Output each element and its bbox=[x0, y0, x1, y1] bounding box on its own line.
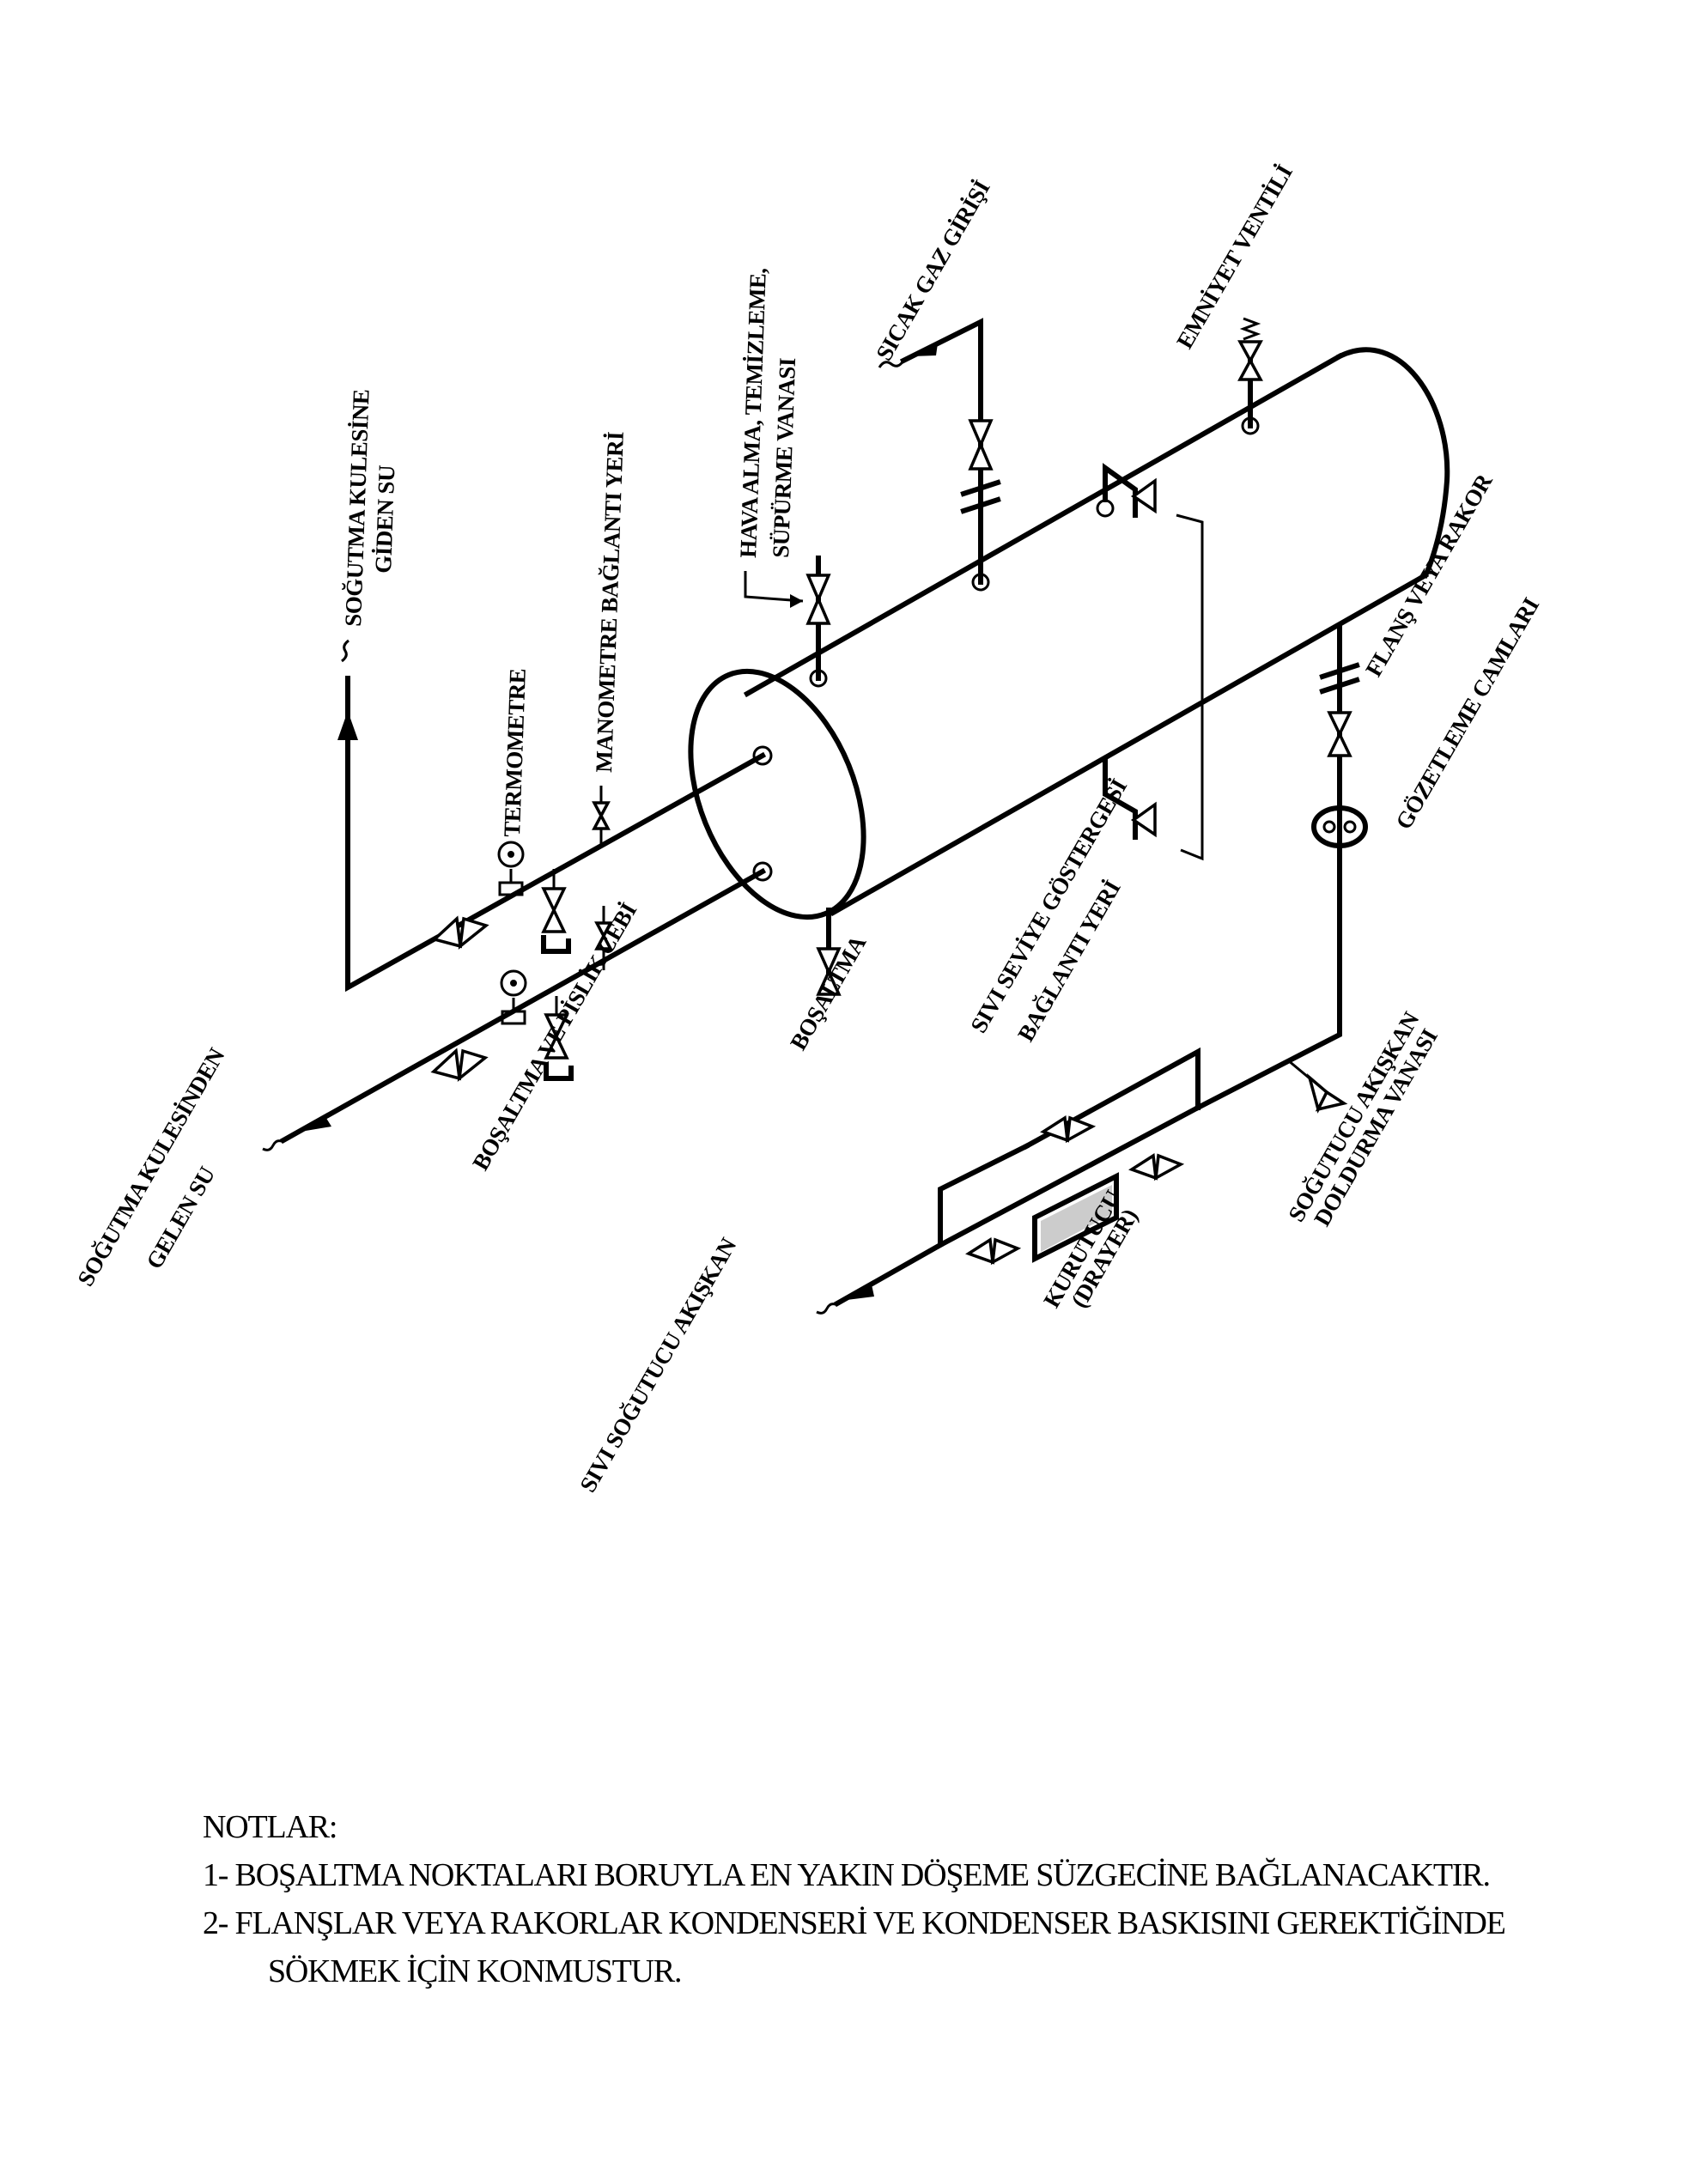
outlet-shutoff-valve-icon bbox=[431, 915, 489, 950]
pipe-break-icon bbox=[341, 639, 350, 663]
label-drain-dirt-pocket: BOŞALTMA VE PİSLİK CEBİ bbox=[467, 899, 641, 1175]
flow-arrow-icon bbox=[912, 343, 938, 356]
shell-drain bbox=[816, 908, 842, 996]
label-safety-valve: EMNİYET VENTİLİ bbox=[1171, 161, 1298, 353]
flow-arrow-up-icon bbox=[337, 711, 358, 740]
notes-block: NOTLAR: 1- BOŞALTMA NOKTALARI BORUYLA EN… bbox=[203, 1803, 1662, 1995]
condenser-front-head bbox=[688, 668, 866, 920]
note-2: 2- FLANŞLAR VEYA RAKORLAR KONDENSERİ VE … bbox=[203, 1905, 1506, 1941]
water-outlet-line bbox=[337, 639, 767, 993]
flow-arrow-in-icon bbox=[301, 1115, 331, 1132]
safety-valve-nozzle bbox=[1237, 317, 1263, 435]
spring-icon bbox=[1239, 317, 1261, 341]
pipe-break-icon bbox=[262, 1139, 284, 1151]
dryer-inlet-valve-icon bbox=[1128, 1153, 1185, 1181]
dryer-icon bbox=[1032, 1172, 1119, 1263]
label-to-cooling-tower-line1: SOĞUTMA KULESİNE bbox=[340, 389, 374, 627]
flow-arrow-out-icon bbox=[840, 1284, 874, 1301]
pipe-break-icon bbox=[816, 1303, 838, 1315]
bypass-valve-icon bbox=[1040, 1115, 1097, 1144]
label-refrigerant-charging-line1: SOĞUTUCU AKIŞKAN bbox=[1283, 1007, 1425, 1226]
inlet-shutoff-valve-icon bbox=[430, 1048, 489, 1083]
outlet-drain-valve-icon bbox=[541, 869, 571, 954]
label-air-vent-line2: SÜPÜRME VANASI bbox=[768, 358, 800, 559]
note-2-continued: SÖKMEK İÇİN KONMUSTUR. bbox=[268, 1953, 683, 1989]
label-hot-gas-inlet: SICAK GAZ GİRİŞİ bbox=[871, 176, 994, 365]
inlet-thermometer-icon bbox=[500, 969, 527, 1025]
label-air-vent-line1: HAVA ALMA, TEMİZLEME, bbox=[735, 268, 771, 558]
level-gauge-connections bbox=[1096, 463, 1204, 861]
manometer-valve-icon bbox=[592, 786, 611, 846]
flange-icon bbox=[960, 479, 1001, 497]
label-sight-glass: GÖZETLEME CAMLARI bbox=[1390, 593, 1544, 834]
inlet-drain-valve-icon bbox=[544, 996, 574, 1081]
sight-glass-icon bbox=[1311, 805, 1368, 848]
water-outlet-nozzle bbox=[752, 745, 773, 766]
flange-icon bbox=[1319, 662, 1360, 680]
dryer-outlet-valve-icon bbox=[965, 1237, 1022, 1266]
liquid-outlet-line bbox=[816, 624, 1368, 1315]
label-liquid-refrigerant: SIVI SOĞUTUCU AKIŞKAN bbox=[574, 1233, 742, 1497]
label-to-cooling-tower-line2: GİDEN SU bbox=[370, 465, 399, 574]
note-1: 1- BOŞALTMA NOKTALARI BORUYLA EN YAKIN D… bbox=[203, 1857, 1491, 1893]
hot-gas-inlet-line bbox=[878, 318, 1001, 592]
water-inlet-nozzle bbox=[752, 861, 773, 882]
pipe-break-icon bbox=[878, 360, 905, 368]
notes-title: NOTLAR: bbox=[203, 1809, 337, 1845]
water-inlet-line bbox=[262, 867, 767, 1151]
thermometer-icon bbox=[497, 841, 525, 896]
label-manometer: MANOMETRE BAĞLANTI YERİ bbox=[591, 431, 629, 773]
inlet-manometer-valve-icon bbox=[594, 906, 613, 970]
label-flange: FLANŞ VEYA RAKOR bbox=[1360, 469, 1498, 681]
air-vent-nozzle bbox=[744, 556, 831, 688]
label-thermometer: TERMOMETRE bbox=[499, 668, 531, 837]
condenser-vessel bbox=[688, 347, 1450, 920]
